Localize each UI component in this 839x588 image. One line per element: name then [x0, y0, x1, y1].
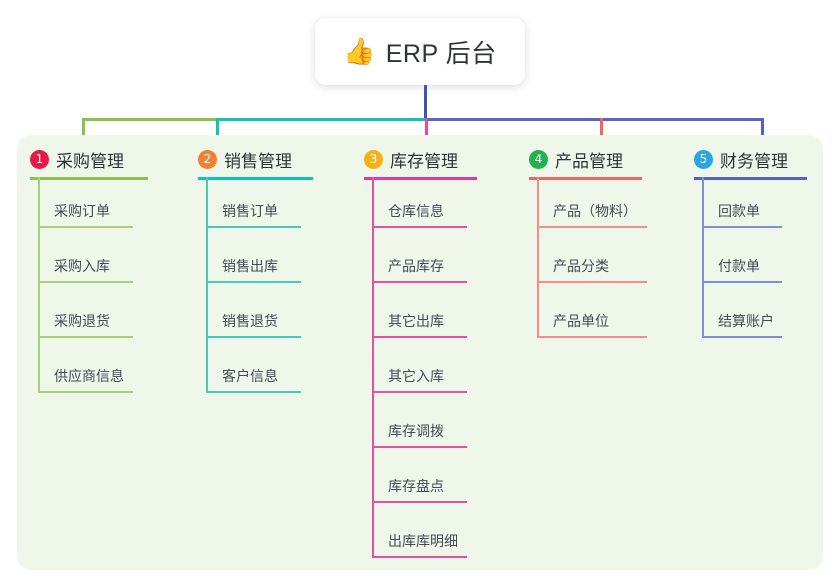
root-drop-line [424, 85, 427, 121]
column-title-sales-management: 销售管理 [224, 152, 292, 171]
leaf-rule [702, 336, 782, 338]
column-badge-purchase-management: 1 [30, 150, 49, 169]
leaf-rule [372, 556, 467, 558]
connector-green-segment [82, 118, 216, 121]
thumbs-up-icon: 👍 [343, 36, 376, 67]
leaf-label: 产品库存 [388, 258, 444, 274]
column-spine-purchase-management [38, 177, 40, 393]
leaf-rule [702, 281, 782, 283]
leaf-rule [206, 226, 301, 228]
column-badge-finance-management: 5 [694, 150, 713, 169]
leaf-rule [702, 226, 782, 228]
leaf-rule [206, 281, 301, 283]
leaf-rule [537, 226, 647, 228]
leaf-rule [372, 336, 467, 338]
connector-drop-finance [761, 118, 764, 148]
connector-drop-purchase [82, 118, 85, 148]
column-rule-sales-management [198, 177, 313, 180]
column-rule-finance-management [694, 177, 807, 180]
leaf-rule [537, 281, 647, 283]
column-header-product-management[interactable]: 4 产品管理 [529, 147, 623, 172]
column-header-inventory-management[interactable]: 3 库存管理 [364, 147, 458, 172]
connector-drop-inventory [425, 118, 428, 148]
leaf-label: 出库库明细 [388, 533, 458, 549]
leaf-label: 回款单 [718, 203, 760, 219]
column-spine-sales-management [206, 177, 208, 393]
leaf-label: 采购入库 [54, 258, 110, 274]
column-header-purchase-management[interactable]: 1 采购管理 [30, 147, 124, 172]
leaf-label: 结算账户 [718, 313, 774, 329]
leaf-rule [537, 336, 647, 338]
column-badge-product-management: 4 [529, 150, 548, 169]
column-title-product-management: 产品管理 [555, 152, 623, 171]
connector-drop-sales [216, 118, 219, 148]
leaf-label: 付款单 [718, 258, 760, 274]
leaf-label: 产品（物料） [553, 203, 637, 219]
leaf-rule [206, 336, 301, 338]
leaf-rule [372, 391, 467, 393]
branches-panel: 1 采购管理采购订单采购入库采购退货供应商信息 2 销售管理销售订单销售出库销售退货客… [17, 135, 823, 570]
leaf-rule [38, 336, 133, 338]
leaf-label: 库存盘点 [388, 478, 444, 494]
leaf-label: 销售出库 [222, 258, 278, 274]
leaf-label: 仓库信息 [388, 203, 444, 219]
leaf-rule [372, 281, 467, 283]
column-header-sales-management[interactable]: 2 销售管理 [198, 147, 292, 172]
column-rule-product-management [529, 177, 642, 180]
leaf-label: 采购订单 [54, 203, 110, 219]
leaf-label: 其它出库 [388, 313, 444, 329]
leaf-label: 采购退货 [54, 313, 110, 329]
column-badge-inventory-management: 3 [364, 150, 383, 169]
column-title-inventory-management: 库存管理 [390, 152, 458, 171]
column-spine-finance-management [702, 177, 704, 338]
leaf-rule [38, 226, 133, 228]
column-spine-product-management [537, 177, 539, 338]
column-rule-inventory-management [364, 177, 477, 180]
leaf-label: 库存调拨 [388, 423, 444, 439]
root-node[interactable]: 👍 ERP 后台 [315, 18, 525, 85]
leaf-label: 产品分类 [553, 258, 609, 274]
leaf-rule [372, 226, 467, 228]
leaf-label: 供应商信息 [54, 368, 124, 384]
root-title: ERP 后台 [385, 39, 497, 68]
connector-teal-segment [216, 118, 425, 121]
column-spine-inventory-management [372, 177, 374, 558]
column-title-purchase-management: 采购管理 [56, 152, 124, 171]
leaf-rule [372, 501, 467, 503]
connector-drop-product [600, 118, 603, 148]
leaf-rule [372, 446, 467, 448]
column-rule-purchase-management [30, 177, 148, 180]
connector-indigo-segment [425, 118, 761, 121]
column-header-finance-management[interactable]: 5 财务管理 [694, 147, 788, 172]
leaf-rule [38, 281, 133, 283]
leaf-label: 销售订单 [222, 203, 278, 219]
leaf-label: 客户信息 [222, 368, 278, 384]
column-badge-sales-management: 2 [198, 150, 217, 169]
leaf-rule [206, 391, 301, 393]
column-title-finance-management: 财务管理 [720, 152, 788, 171]
leaf-label: 销售退货 [222, 313, 278, 329]
leaf-label: 产品单位 [553, 313, 609, 329]
leaf-rule [38, 391, 133, 393]
leaf-label: 其它入库 [388, 368, 444, 384]
